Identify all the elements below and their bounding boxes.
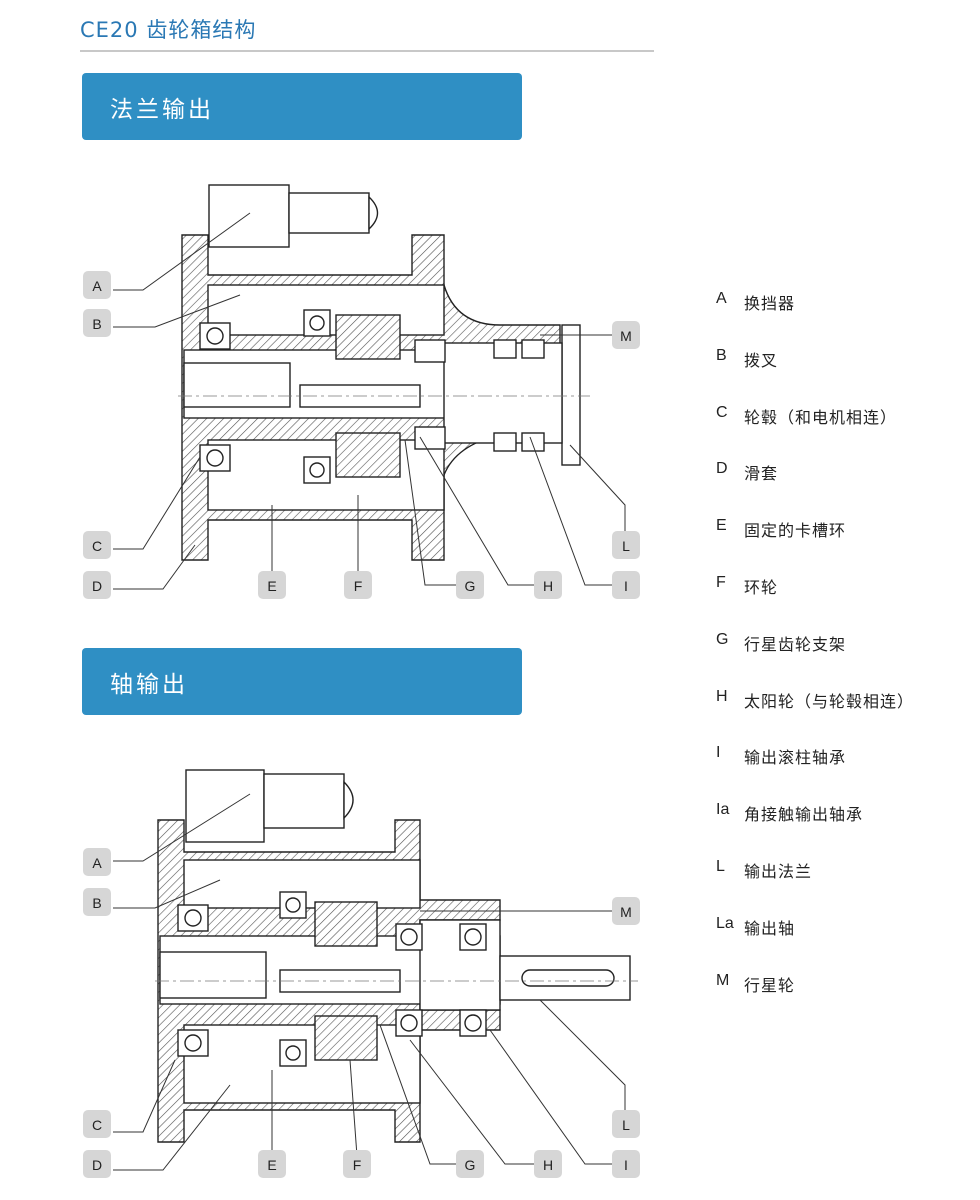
callout-b: B	[83, 309, 111, 337]
legend-item: E 固定的卡槽环	[716, 517, 976, 574]
callout-a: A	[83, 848, 111, 876]
callout-d: D	[83, 1150, 111, 1178]
svg-text:A: A	[92, 855, 102, 871]
legend-key: B	[716, 346, 727, 364]
legend-item: F 环轮	[716, 574, 976, 631]
callout-i: I	[612, 1150, 640, 1178]
legend-text: 输出滚柱轴承	[744, 748, 847, 768]
legend-item: G 行星齿轮支架	[716, 631, 976, 688]
legend-key: Ia	[716, 801, 730, 819]
callout-l: L	[612, 531, 640, 559]
legend-item: H 太阳轮（与轮毂相连）	[716, 688, 976, 745]
legend-text: 环轮	[744, 577, 779, 597]
legend-key: E	[716, 517, 727, 535]
callout-d: D	[83, 571, 111, 599]
legend-key: H	[716, 687, 728, 705]
svg-text:H: H	[543, 1157, 553, 1173]
svg-text:B: B	[92, 895, 101, 911]
legend-text: 拨叉	[744, 350, 779, 370]
callout-c: C	[83, 1110, 111, 1138]
callout-a: A	[83, 271, 111, 299]
legend-item: Ia 角接触输出轴承	[716, 801, 976, 858]
legend-item: B 拨叉	[716, 347, 976, 404]
legend-text: 太阳轮（与轮毂相连）	[744, 691, 915, 711]
svg-text:H: H	[543, 578, 553, 594]
callout-f: F	[344, 571, 372, 599]
legend-key: L	[716, 857, 725, 875]
svg-text:D: D	[92, 1157, 102, 1173]
legend-text: 行星轮	[744, 975, 796, 995]
section-banner-label: 法兰输出	[110, 96, 214, 123]
svg-text:F: F	[354, 578, 363, 594]
legend-key: F	[716, 573, 726, 591]
legend-key: D	[716, 460, 728, 478]
svg-text:L: L	[622, 1117, 630, 1133]
legend-text: 角接触输出轴承	[744, 805, 864, 825]
callout-i: I	[612, 571, 640, 599]
section-banner-shaft-output: 轴输出	[82, 648, 522, 715]
svg-text:L: L	[622, 538, 630, 554]
legend-item: I 输出滚柱轴承	[716, 744, 976, 801]
legend-text: 输出轴	[744, 918, 796, 938]
svg-text:M: M	[620, 904, 632, 920]
legend-key: G	[716, 630, 729, 648]
legend-text: 换挡器	[744, 294, 796, 313]
callout-g: G	[456, 1150, 484, 1178]
callout-h: H	[534, 571, 562, 599]
svg-text:F: F	[353, 1157, 362, 1173]
title-divider	[80, 50, 654, 52]
legend-item: D 滑套	[716, 460, 976, 517]
legend-item: M 行星轮	[716, 972, 976, 1029]
legend-item: La 输出轴	[716, 915, 976, 972]
callout-e: E	[258, 1150, 286, 1178]
legend-text: 固定的卡槽环	[744, 521, 847, 541]
legend-text: 输出法兰	[744, 861, 813, 881]
legend-text: 行星齿轮支架	[744, 634, 847, 654]
svg-text:G: G	[465, 578, 476, 594]
callout-c: C	[83, 531, 111, 559]
section-banner-flange-output: 法兰输出	[82, 73, 522, 140]
svg-text:A: A	[92, 278, 102, 294]
legend-key: I	[716, 744, 721, 762]
callout-m: M	[612, 897, 640, 925]
legend-item: C 轮毂（和电机相连）	[716, 404, 976, 461]
callout-b: B	[83, 888, 111, 916]
section-banner-label: 轴输出	[110, 671, 188, 698]
legend-key: A	[716, 290, 727, 307]
svg-text:E: E	[267, 1157, 276, 1173]
parts-legend: A 换挡器 B 拨叉 C 轮毂（和电机相连） D 滑套 E 固定的卡槽环 F 环轮 G 行星齿…	[716, 290, 976, 1028]
legend-key: La	[716, 914, 734, 932]
page-title: CE20 齿轮箱结构	[80, 18, 257, 42]
callout-g: G	[456, 571, 484, 599]
callout-e: E	[258, 571, 286, 599]
legend-item: A 换挡器	[716, 290, 976, 347]
svg-text:G: G	[465, 1157, 476, 1173]
legend-key: C	[716, 403, 728, 421]
legend-text: 滑套	[744, 464, 779, 484]
svg-text:D: D	[92, 578, 102, 594]
legend-item: L 输出法兰	[716, 858, 976, 915]
svg-text:E: E	[267, 578, 276, 594]
svg-text:M: M	[620, 328, 632, 344]
svg-text:B: B	[92, 316, 101, 332]
svg-text:I: I	[624, 1157, 628, 1173]
svg-text:C: C	[92, 1117, 102, 1133]
callout-f: F	[343, 1150, 371, 1178]
callout-l: L	[612, 1110, 640, 1138]
callout-h: H	[534, 1150, 562, 1178]
svg-text:I: I	[624, 578, 628, 594]
legend-key: M	[716, 971, 730, 989]
legend-text: 轮毂（和电机相连）	[744, 407, 898, 427]
gearbox-diagram-shaft-output: A B C D E F G H I L M	[83, 769, 640, 1178]
callout-m: M	[612, 321, 640, 349]
svg-text:C: C	[92, 538, 102, 554]
gearbox-diagram-flange-output: A B C D E F G H I L M	[83, 184, 640, 599]
